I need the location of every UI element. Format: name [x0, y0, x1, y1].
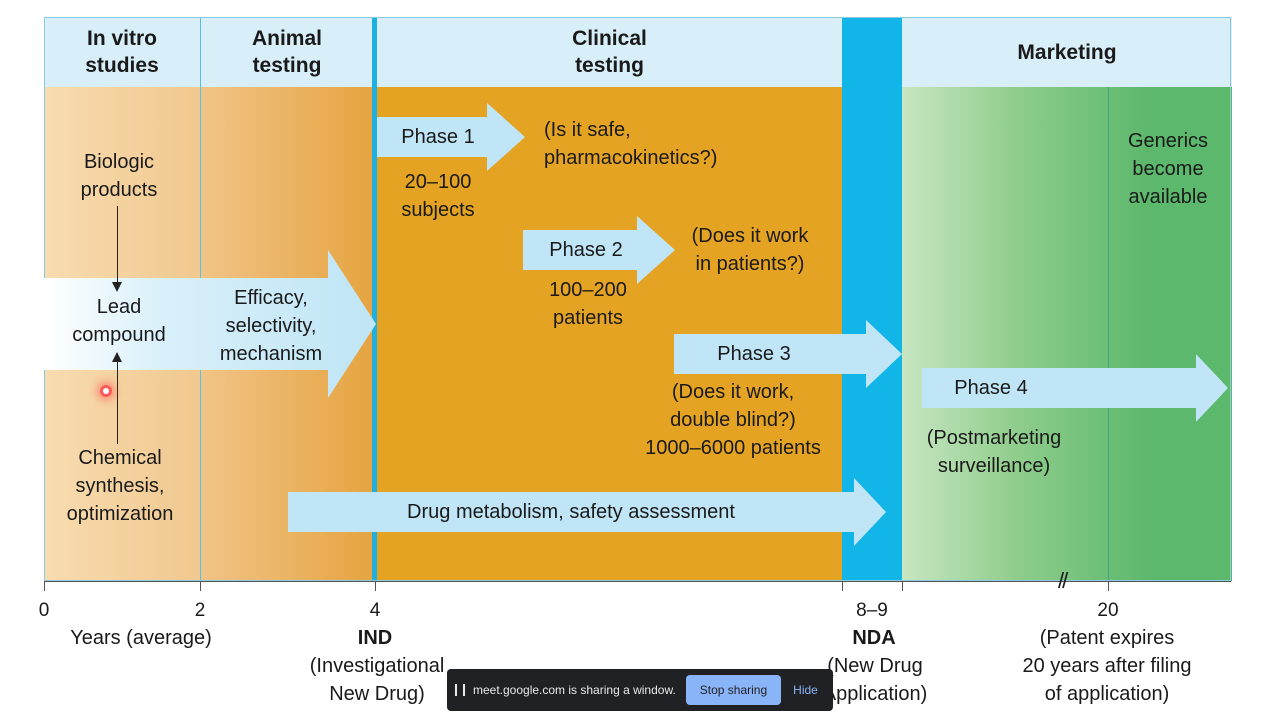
header-marketing: Marketing — [902, 17, 1232, 87]
phase-3-label: Phase 3 — [717, 342, 791, 365]
ind-description: (Investigational New Drug) — [309, 655, 445, 705]
marketing-band — [902, 87, 1232, 581]
axis-break-mark: // — [1058, 568, 1068, 593]
phase-4-arrow: Phase 4 — [922, 354, 1228, 422]
up-arrow-head — [112, 352, 122, 362]
header-animal-testing: Animal testing — [200, 17, 374, 87]
ind-title: IND — [357, 627, 393, 649]
tick-4 — [375, 581, 376, 591]
axis-tick-label-8-9: 8–9 — [856, 600, 888, 621]
years-average-label: Years (average) — [70, 627, 212, 649]
drug-metabolism-arrow: Drug metabolism, safety assessment — [288, 478, 886, 546]
phase-3-arrow: Phase 3 — [674, 320, 902, 388]
axis-tick-label-0: 0 — [38, 600, 50, 621]
stop-sharing-button[interactable]: Stop sharing — [685, 675, 782, 705]
share-message: meet.google.com is sharing a window. — [473, 683, 676, 697]
screen-share-bar: meet.google.com is sharing a window. Sto… — [447, 669, 833, 711]
axis-tick-label-2: 2 — [194, 600, 206, 621]
phase-4-label: Phase 4 — [954, 376, 1028, 399]
axis-tick-label-20: 20 — [1097, 600, 1119, 621]
divider-ind — [372, 17, 377, 581]
drug-metabolism-label: Drug metabolism, safety assessment — [407, 500, 735, 523]
nda-description: (New Drug Application) — [822, 655, 928, 705]
header-clinical-testing: Clinical testing — [377, 17, 842, 87]
tick-8 — [842, 581, 843, 591]
hide-button[interactable]: Hide — [793, 683, 818, 697]
tick-9 — [902, 581, 903, 591]
phase-2-arrow: Phase 2 — [523, 216, 675, 284]
down-arrow-head — [112, 282, 122, 292]
phase-2-question: (Does it work in patients?) — [691, 225, 809, 275]
axis-tick-label-4: 4 — [369, 600, 381, 621]
x-axis-line — [44, 581, 1231, 582]
divider-20 — [1108, 87, 1109, 581]
down-arrow-line — [117, 206, 118, 286]
lead-compound-arrow — [44, 250, 376, 398]
phase-2-label: Phase 2 — [549, 238, 623, 261]
phase-3-question: (Does it work, double blind?) 1000–6000 … — [645, 381, 821, 459]
generics-text: Generics become available — [1127, 130, 1209, 208]
pause-icon — [455, 684, 465, 696]
phase-1-question: (Is it safe, pharmacokinetics?) — [544, 119, 718, 169]
biologic-products-text: Biologic products — [80, 151, 158, 201]
patent-expires-description: (Patent expires 20 years after filing of… — [1022, 627, 1192, 705]
cursor-indicator — [100, 385, 112, 397]
chemical-synthesis-text: Chemical synthesis, optimization — [66, 447, 174, 525]
phase-1-arrow: Phase 1 — [377, 103, 525, 171]
header-nda-strip — [842, 17, 902, 87]
header-in-vitro: In vitro studies — [44, 17, 200, 87]
lead-compound-text: Lead compound — [72, 296, 166, 346]
tick-20 — [1108, 581, 1109, 591]
tick-0 — [44, 581, 45, 591]
phase-1-subjects: 20–100 subjects — [401, 171, 475, 221]
phase-2-subjects: 100–200 patients — [549, 279, 627, 329]
phase-1-label: Phase 1 — [401, 125, 475, 148]
up-arrow-line — [117, 360, 118, 444]
tick-2 — [200, 581, 201, 591]
phase-4-question: (Postmarketing surveillance) — [926, 427, 1062, 477]
efficacy-text: Efficacy, selectivity, mechanism — [219, 287, 323, 365]
nda-title: NDA — [852, 627, 896, 649]
